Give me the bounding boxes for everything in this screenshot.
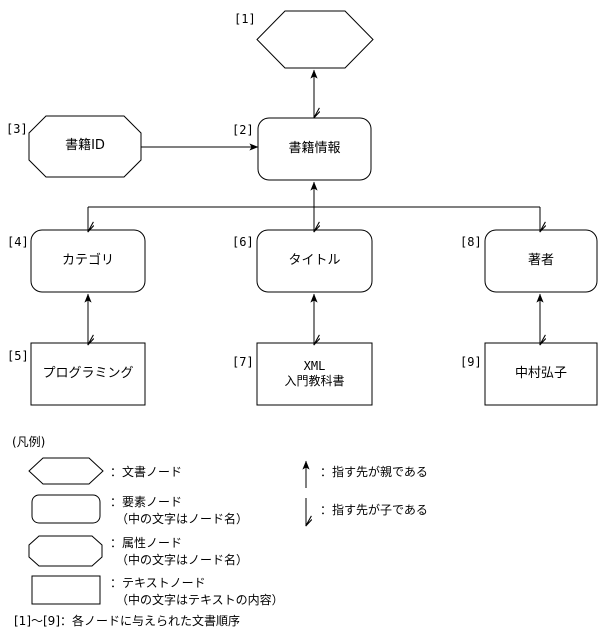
legend-entry-document-node-label: ：文書ノード [110,465,183,479]
node-shape-text-9[interactable] [484,342,598,406]
node-shape-text-7[interactable] [256,342,373,406]
node-order-label-7: [7] [232,355,254,369]
node-shape-document-1[interactable] [256,10,374,69]
legend-entry-text-node-label: ：テキストノード （中の文字はテキストの内容） [110,576,284,608]
node-order-label-9: [9] [460,355,482,369]
node-order-label-2: [2] [232,123,254,137]
node-shape-element-2[interactable] [257,117,372,181]
node-order-label-3: [3] [6,122,28,136]
legend-shape-attribute-octagon-icon [28,535,103,567]
legend-footer-order-note: [1]～[9]：各ノードに与えられた文書順序 [14,614,240,628]
node-shape-element-4[interactable] [30,229,146,293]
legend-shape-document-hexagon-icon [28,457,104,485]
node-order-label-8: [8] [460,235,482,249]
node-order-label-6: [6] [232,235,254,249]
legend-shape-element-rounded-rect-icon [31,494,101,524]
node-order-label-4: [4] [7,235,29,249]
legend-shape-text-rect-icon [31,575,101,605]
legend-heading: (凡例) [12,435,46,449]
legend-entry-child-arrow-label: ：指す先が子である [320,503,428,517]
legend-entry-element-node-label: ：要素ノード （中の文字はノード名） [110,495,249,527]
node-shape-element-6[interactable] [256,229,373,293]
legend-entry-attribute-node-label: ：属性ノード （中の文字はノード名） [110,536,249,568]
node-shape-attribute-3[interactable] [28,115,142,178]
legend-entry-parent-arrow-label: ：指す先が親である [320,465,428,479]
node-shape-text-5[interactable] [30,342,146,406]
node-order-label-1: [1] [234,12,256,26]
node-order-label-5: [5] [7,349,29,363]
node-shape-element-8[interactable] [484,229,598,293]
